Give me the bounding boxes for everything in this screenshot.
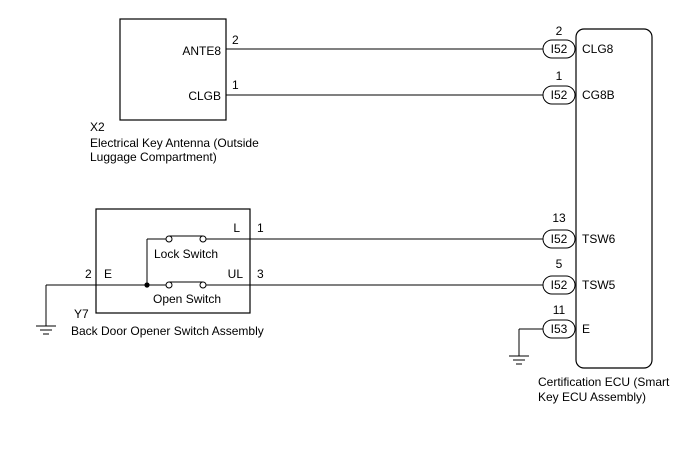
antenna-name-line1: Electrical Key Antenna (Outside [90, 136, 259, 150]
antenna-pin-ante8-number: 2 [232, 33, 239, 47]
ecu-pin-e: I53 11 E [542, 303, 590, 339]
ecu-name-line2: Key ECU Assembly) [538, 390, 646, 404]
open-switch-contact-left [165, 281, 173, 289]
switch-pin-e-label: E [104, 267, 112, 281]
antenna-box [119, 18, 227, 121]
pin-number: 13 [552, 211, 566, 225]
pin-label: E [582, 322, 590, 336]
pin-label: CLG8 [582, 42, 614, 56]
connector-badge [542, 229, 576, 249]
lock-switch-label: Lock Switch [154, 247, 218, 261]
antenna-pin-ante8-label: ANTE8 [182, 44, 221, 58]
ecu-pin-clg8: I52 2 CLG8 [542, 24, 614, 59]
switch-pin-l-label: L [233, 221, 240, 235]
ecu-pin-tsw6: I52 13 TSW6 [542, 211, 616, 249]
switch-assembly-id: Y7 [74, 307, 89, 321]
switch-assembly-box [95, 208, 251, 314]
pin-number: 2 [556, 24, 563, 38]
ecu-pin-tsw5: I52 5 TSW5 [542, 257, 616, 295]
pin-number: 5 [556, 257, 563, 271]
antenna-pin-clgb-number: 1 [232, 78, 239, 92]
open-switch-contact-right [199, 281, 207, 289]
ecu-pin-cg8b: I52 1 CG8B [542, 69, 615, 105]
connector-id: I52 [551, 232, 568, 246]
switch-pin-e-number: 2 [85, 267, 92, 281]
antenna-name-line2: Luggage Compartment) [90, 150, 217, 164]
antenna-id: X2 [90, 120, 105, 134]
connector-badge [542, 85, 576, 105]
connector-id: I52 [551, 88, 568, 102]
switch-pin-ul-label: UL [228, 267, 244, 281]
antenna-pin-clgb-label: CLGB [188, 89, 221, 103]
pin-label: CG8B [582, 88, 615, 102]
lock-switch-contact-left [165, 235, 173, 243]
switch-pin-ul-number: 3 [257, 267, 264, 281]
connector-id: I52 [551, 42, 568, 56]
connector-id: I53 [551, 322, 568, 336]
pin-label: TSW6 [582, 232, 616, 246]
ecu-box [575, 28, 653, 369]
ground-icon-ecu [509, 355, 529, 365]
connector-badge [542, 275, 576, 295]
switch-assembly-name: Back Door Opener Switch Assembly [71, 324, 264, 338]
ecu-name-line1: Certification ECU (Smart [538, 375, 670, 389]
open-switch-label: Open Switch [153, 292, 221, 306]
connector-id: I52 [551, 278, 568, 292]
ground-icon-switch [36, 325, 56, 335]
connector-badge [542, 39, 576, 59]
pin-number: 1 [556, 69, 563, 83]
switch-pin-l-number: 1 [257, 221, 264, 235]
pin-label: TSW5 [582, 278, 616, 292]
lock-switch-contact-right [199, 235, 207, 243]
pin-number: 11 [553, 303, 566, 317]
